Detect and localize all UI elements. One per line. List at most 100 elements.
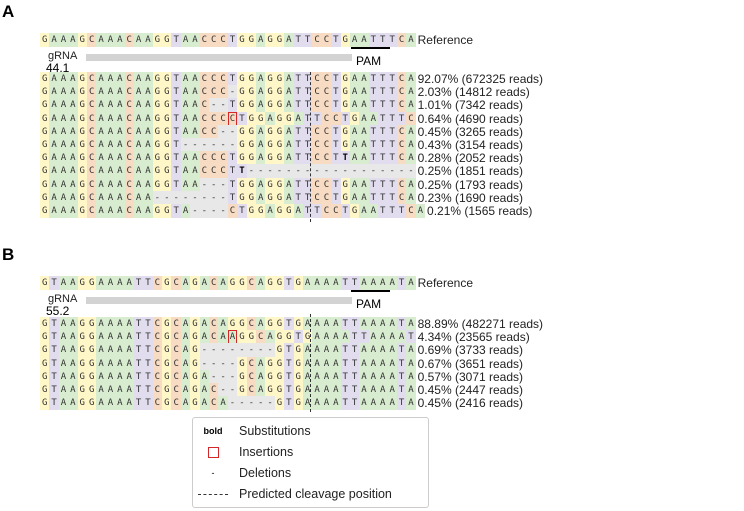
base-cell: T (284, 356, 294, 371)
base-cell: - (387, 164, 397, 179)
base-cell: G (349, 111, 360, 126)
base-cell: G (77, 98, 87, 113)
base-cell: G (265, 177, 275, 192)
legend-deletion-symbol: - (211, 468, 215, 478)
base-cell: - (209, 204, 219, 218)
base-cell: C (199, 98, 210, 113)
base-cell: A (190, 111, 200, 126)
base-cell: A (115, 317, 125, 331)
base-cell: A (58, 164, 69, 179)
base-cell: A (180, 111, 191, 126)
base-cell: T (349, 383, 360, 397)
base-cell: G (237, 98, 247, 113)
base-cell: A (96, 317, 106, 331)
base-cell: - (218, 124, 228, 139)
base-cell: A (124, 356, 134, 371)
base-cell: A (190, 164, 200, 179)
base-cell: T (227, 72, 238, 86)
base-cell: A (227, 330, 238, 345)
base-cell: C (312, 190, 322, 205)
base-cell: A (180, 124, 191, 139)
base-cell: - (227, 138, 238, 152)
base-cell: G (162, 85, 172, 100)
base-cell: - (368, 164, 379, 179)
base-cell: - (209, 356, 219, 371)
base-cell: A (105, 138, 116, 152)
base-cell: G (293, 343, 303, 358)
base-cell: C (227, 204, 238, 218)
base-cell: A (190, 72, 200, 86)
base-cell: T (340, 369, 350, 384)
row-label: 92.07% (672325 reads) (417, 72, 544, 86)
base-cell: A (105, 151, 116, 166)
base-cell: T (143, 396, 153, 411)
base-cell: A (406, 72, 416, 86)
base-cell: A (190, 151, 200, 166)
base-cell: G (162, 72, 172, 86)
base-cell: G (162, 164, 172, 179)
base-cell: A (312, 343, 322, 358)
base-cell: G (40, 330, 50, 345)
base-cell: A (68, 190, 78, 205)
base-cell: - (218, 190, 228, 205)
base-cell: T (49, 276, 59, 290)
base-cell: G (152, 164, 163, 179)
base-cell: T (378, 190, 388, 205)
base-cell: T (293, 98, 303, 113)
base-cell: - (190, 138, 200, 152)
base-cell: A (406, 33, 416, 47)
base-cell: T (331, 124, 341, 139)
base-cell: A (96, 343, 106, 358)
base-cell: A (96, 204, 106, 218)
base-cell: - (265, 343, 275, 358)
base-cell: A (96, 33, 106, 47)
base-cell: C (86, 85, 97, 100)
base-cell: G (162, 177, 172, 192)
base-cell: A (331, 343, 341, 358)
base-cell: - (349, 164, 360, 179)
base-cell: G (40, 177, 50, 192)
base-cell: C (321, 190, 332, 205)
base-cell: A (312, 383, 322, 397)
base-cell: G (340, 33, 350, 47)
base-cell: A (105, 396, 116, 411)
base-cell: C (86, 204, 97, 218)
base-cell: G (246, 204, 256, 218)
base-cell: A (124, 317, 134, 331)
base-cell: T (293, 177, 303, 192)
base-cell: A (284, 98, 294, 113)
base-cell: G (237, 124, 247, 139)
base-cell: T (349, 356, 360, 371)
base-cell: A (180, 343, 191, 358)
base-cell: T (340, 204, 350, 218)
base-cell: G (77, 111, 87, 126)
base-cell: G (40, 111, 50, 126)
base-cell: A (105, 276, 116, 290)
base-cell: C (321, 124, 332, 139)
base-cell: C (86, 151, 97, 166)
base-cell: T (293, 151, 303, 166)
base-cell: A (190, 124, 200, 139)
base-cell: A (49, 190, 59, 205)
base-cell: A (68, 369, 78, 384)
base-cell: A (58, 356, 69, 371)
base-cell: T (378, 138, 388, 152)
base-cell: T (331, 138, 341, 152)
base-cell: A (105, 330, 116, 345)
base-cell: G (265, 33, 275, 47)
base-cell: A (406, 177, 416, 192)
base-cell: T (293, 124, 303, 139)
base-cell: A (68, 85, 78, 100)
base-cell: A (180, 276, 191, 290)
base-cell: T (227, 151, 238, 166)
panel-label-b: B (2, 245, 15, 264)
base-cell: T (49, 330, 59, 345)
base-cell: A (58, 343, 69, 358)
